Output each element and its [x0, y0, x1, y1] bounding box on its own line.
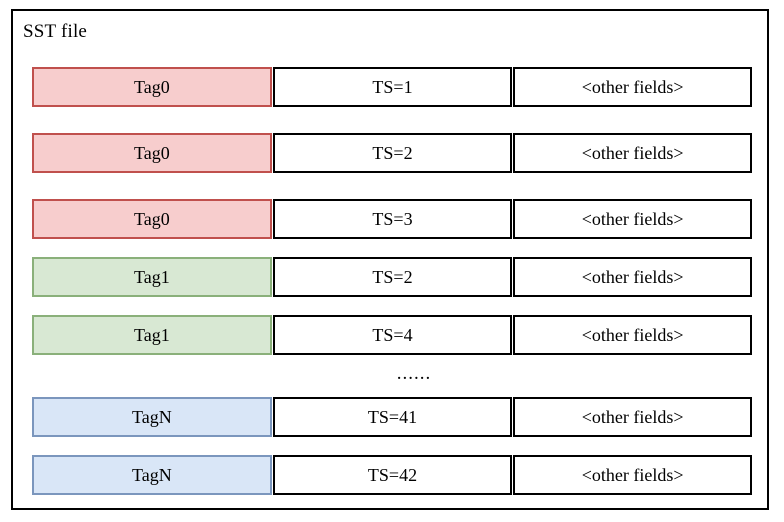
- record-timestamp-cell: TS=42: [272, 455, 513, 495]
- record-other-fields-cell: <other fields>: [513, 257, 753, 297]
- record-tag-cell: Tag0: [32, 67, 272, 107]
- record-timestamp-cell: TS=2: [272, 257, 513, 297]
- record-other-fields-cell: <other fields>: [513, 199, 753, 239]
- records-ellipsis-label: ......: [396, 362, 432, 384]
- record-tag-cell: TagN: [32, 397, 272, 437]
- record-tag-cell: Tag1: [32, 315, 272, 355]
- record-timestamp-cell: TS=2: [272, 133, 513, 173]
- record-tag-cell: Tag0: [32, 199, 272, 239]
- record-other-fields-cell: <other fields>: [513, 455, 753, 495]
- record-other-fields-cell: <other fields>: [513, 397, 753, 437]
- record-timestamp-cell: TS=1: [272, 67, 513, 107]
- record-other-fields-cell: <other fields>: [513, 67, 753, 107]
- record-tag-cell: Tag0: [32, 133, 272, 173]
- sst-file-title: SST file: [23, 21, 88, 42]
- record-tag-cell: Tag1: [32, 257, 272, 297]
- record-timestamp-cell: TS=3: [272, 199, 513, 239]
- record-timestamp-cell: TS=41: [272, 397, 513, 437]
- record-other-fields-cell: <other fields>: [513, 315, 753, 355]
- record-tag-cell: TagN: [32, 455, 272, 495]
- record-other-fields-cell: <other fields>: [513, 133, 753, 173]
- records-ellipsis: ......: [32, 361, 752, 385]
- record-timestamp-cell: TS=4: [272, 315, 513, 355]
